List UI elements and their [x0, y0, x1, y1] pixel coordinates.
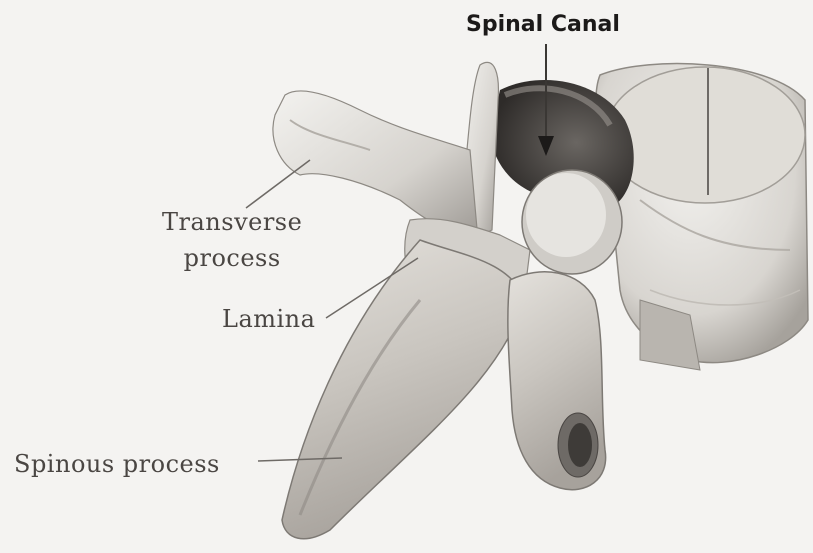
label-transverse-line1: Transverse [162, 204, 302, 240]
label-spinous-process: Spinous process [14, 450, 220, 478]
vertebral-body [596, 64, 808, 370]
label-spinal-canal: Spinal Canal [466, 12, 620, 37]
label-lamina: Lamina [222, 305, 315, 333]
spinous-process [282, 240, 525, 539]
label-transverse-line2: process [162, 240, 302, 276]
label-transverse-process: Transverse process [162, 204, 302, 276]
articular-process [508, 272, 606, 490]
articular-facet [522, 170, 622, 274]
transverse-leader-line [246, 160, 310, 208]
